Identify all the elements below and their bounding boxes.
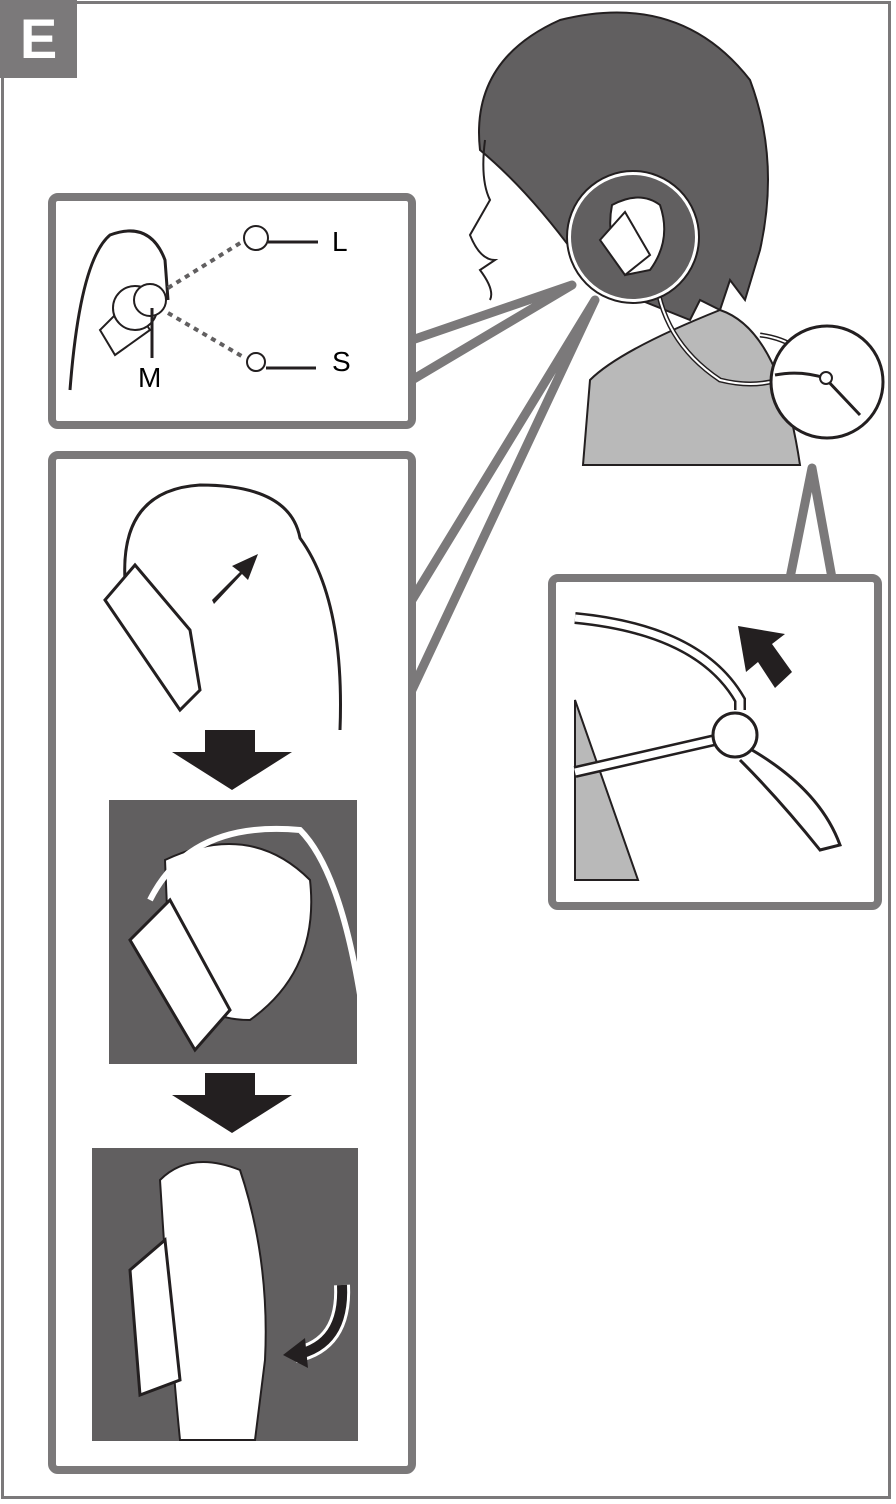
step-3-drawing [92, 1148, 358, 1441]
size-label-small: S [332, 346, 351, 377]
size-label-medium: M [138, 362, 162, 393]
cord-up-arrow [738, 626, 792, 688]
step-down-arrow-2 [172, 1073, 292, 1133]
section-badge: E [0, 0, 77, 78]
size-callout-box [48, 193, 416, 429]
size-label-large: L [332, 226, 348, 257]
step-down-arrow-1 [172, 730, 292, 790]
step-2-drawing [109, 800, 373, 1133]
step-1-drawing [103, 483, 342, 790]
